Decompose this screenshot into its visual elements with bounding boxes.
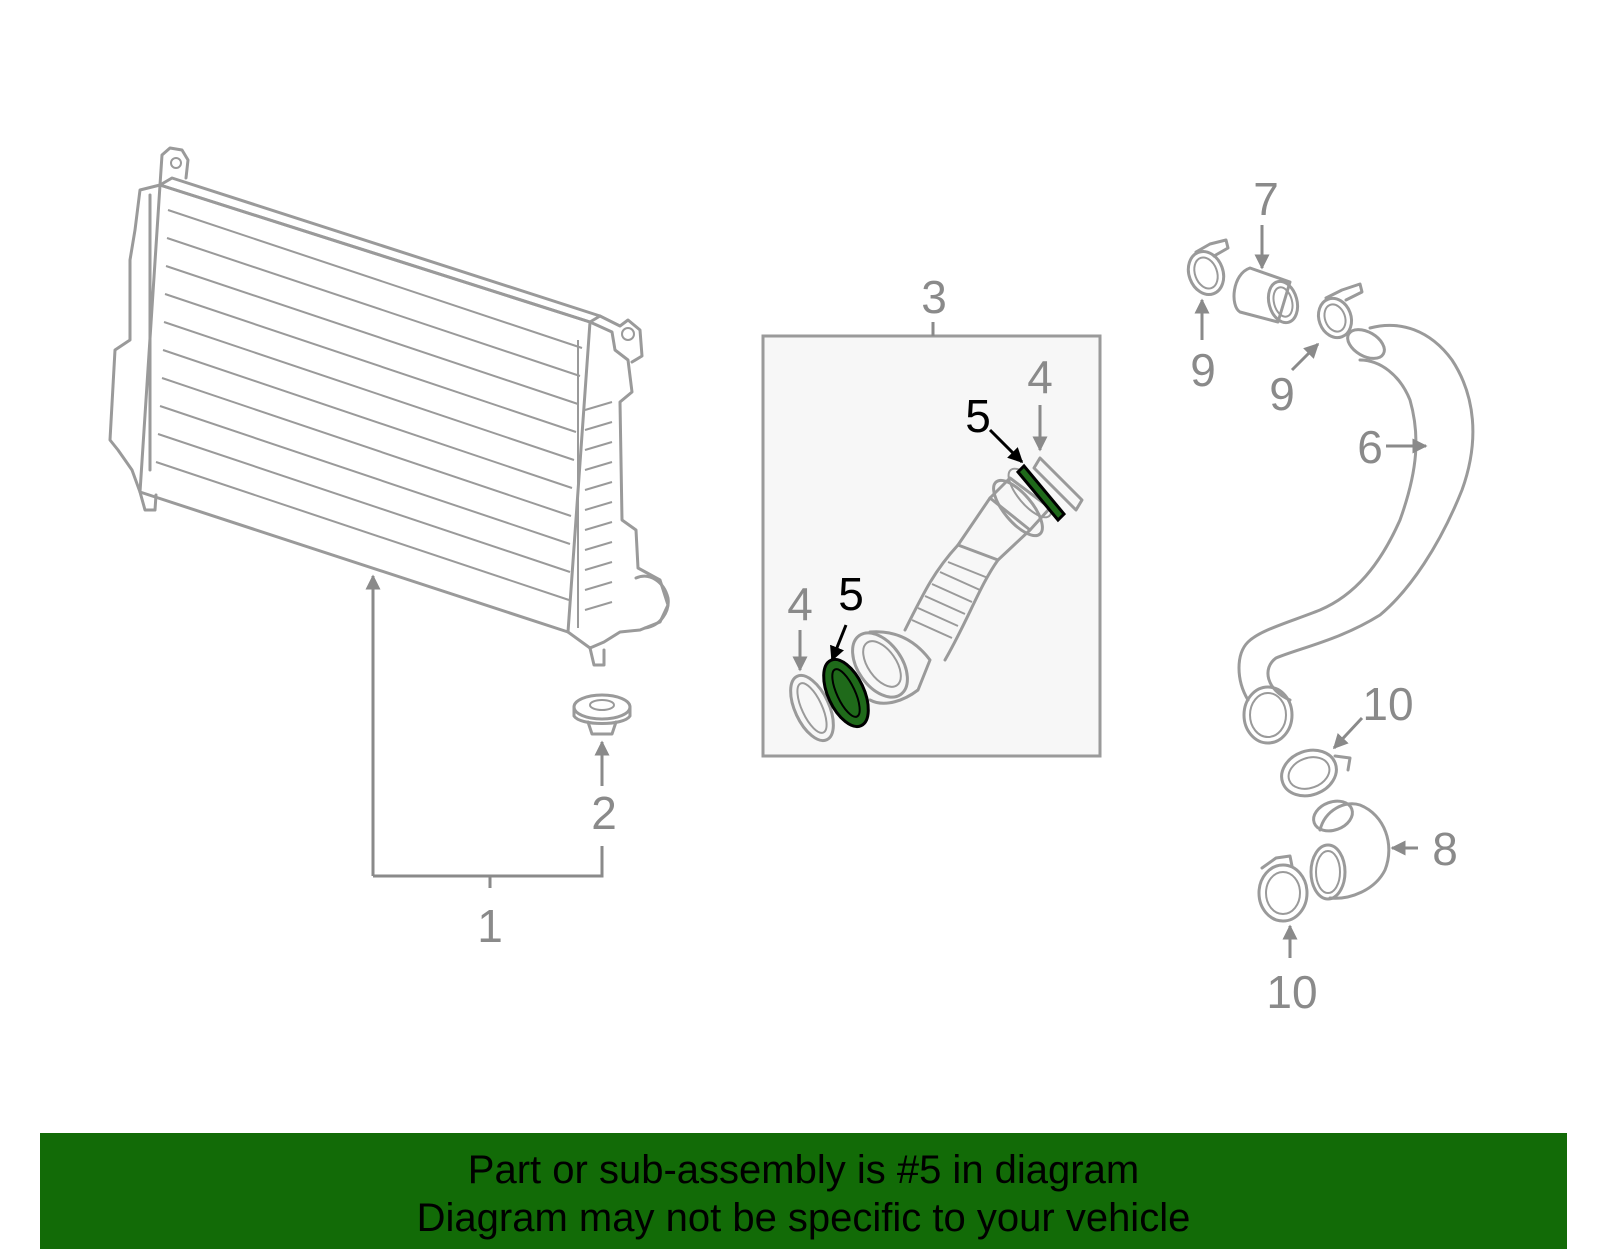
connector-7-part (1232, 266, 1300, 325)
seal-upper-highlight (1015, 463, 1067, 523)
banner-line-2: Diagram may not be specific to your vehi… (416, 1196, 1191, 1240)
leader-9-right (1290, 342, 1320, 372)
leader-5-bottom (830, 624, 848, 662)
callout-8: 8 (1432, 823, 1458, 875)
info-banner: Part or sub-assembly is #5 in diagram Di… (40, 1133, 1567, 1249)
callout-2: 2 (591, 787, 617, 839)
callout-6: 6 (1357, 421, 1383, 473)
banner-line-1: Part or sub-assembly is #5 in diagram (467, 1148, 1140, 1192)
intercooler-part (108, 146, 670, 667)
charge-air-pipe-part (851, 467, 1053, 705)
clamp-9-right-part (1316, 282, 1364, 340)
callout-9-left: 9 (1190, 344, 1216, 396)
callout-4-top: 4 (1027, 351, 1053, 403)
callout-10-bottom: 10 (1266, 966, 1317, 1018)
o-ring-lower-part (789, 673, 835, 743)
elbow-8-part (1309, 799, 1391, 901)
callout-5-bottom: 5 (838, 568, 864, 620)
callout-4-bottom: 4 (787, 578, 813, 630)
clamp-9-left-part (1186, 238, 1230, 296)
leader-5-top (988, 428, 1024, 464)
callout-3: 3 (921, 271, 947, 323)
hose-6-part (1237, 323, 1475, 745)
clamp-10-bottom-part (1257, 854, 1309, 923)
callout-5-top: 5 (965, 390, 991, 442)
clamp-10-top-part (1280, 748, 1352, 798)
o-ring-upper-part (1032, 456, 1084, 512)
callout-10-top: 10 (1362, 678, 1413, 730)
callout-9-right: 9 (1269, 368, 1295, 420)
callout-7: 7 (1253, 173, 1279, 225)
grommet-part (572, 693, 632, 736)
leader-1-bracket (373, 846, 604, 878)
leader-10-top (1332, 716, 1364, 750)
callout-1: 1 (477, 900, 503, 952)
